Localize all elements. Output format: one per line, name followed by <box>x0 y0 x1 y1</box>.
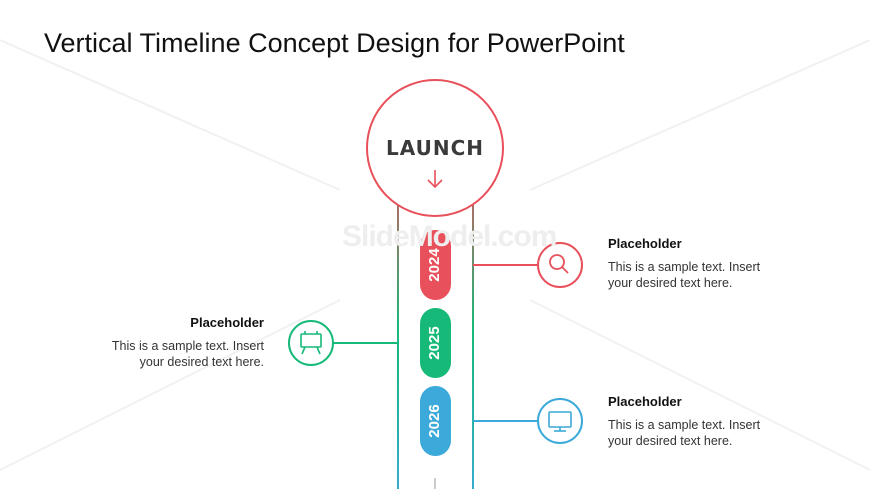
watermark: SlideModel.com <box>342 220 557 253</box>
monitor-icon <box>548 411 572 432</box>
year-2025: 2025 <box>426 326 443 360</box>
milestone-description: This is a sample text. Insert your desir… <box>608 260 761 290</box>
pill-2026 <box>420 386 451 456</box>
pill-2025 <box>420 308 451 378</box>
milestone-heading: Placeholder <box>608 236 682 251</box>
slide-title: Vertical Timeline Concept Design for Pow… <box>44 28 625 58</box>
board-icon <box>300 331 322 355</box>
milestone-2024-text: Placeholder This is a sample text. Inser… <box>608 236 768 291</box>
launch-label: LAUNCH <box>385 136 484 160</box>
year-2026: 2026 <box>426 404 443 438</box>
milestone-2025-text: Placeholder This is a sample text. Inser… <box>104 315 264 370</box>
milestone-description: This is a sample text. Insert your desir… <box>608 418 761 448</box>
launch-circle <box>366 79 504 217</box>
search-icon-circle <box>537 242 583 288</box>
pill-2024 <box>420 230 451 300</box>
board-icon-circle <box>288 320 334 366</box>
background-rays <box>0 39 870 471</box>
milestone-heading: Placeholder <box>608 394 682 409</box>
milestone-heading: Placeholder <box>190 315 264 330</box>
milestone-description: This is a sample text. Insert your desir… <box>111 339 264 369</box>
milestone-2026-text: Placeholder This is a sample text. Inser… <box>608 394 768 449</box>
down-arrow-icon <box>427 170 443 189</box>
monitor-icon-circle <box>537 398 583 444</box>
search-icon <box>549 254 569 274</box>
year-2024: 2024 <box>426 248 443 282</box>
